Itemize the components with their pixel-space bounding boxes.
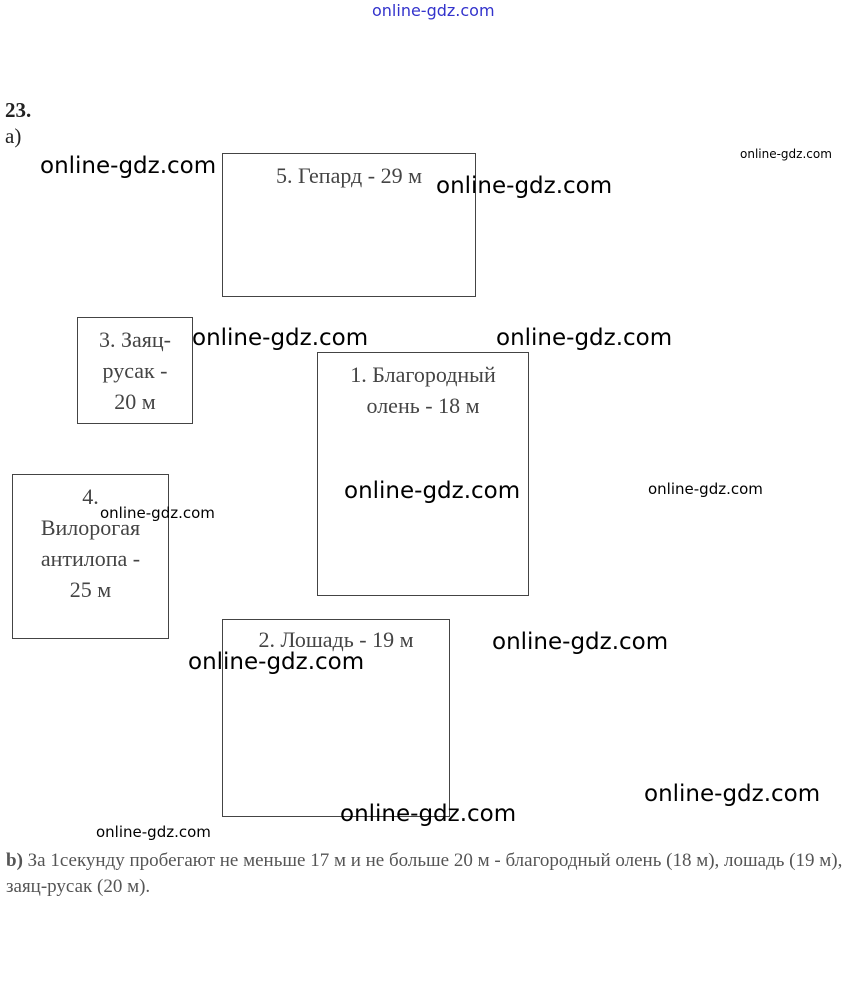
watermark: online-gdz.com bbox=[340, 801, 517, 827]
part-b-answer: b) За 1секунду пробегают не меньше 17 м … bbox=[6, 848, 862, 900]
watermark: online-gdz.com bbox=[96, 823, 211, 841]
watermark: online-gdz.com bbox=[644, 781, 821, 807]
part-b-text: За 1секунду пробегают не меньше 17 м и н… bbox=[6, 850, 843, 897]
header-watermark: online-gdz.com bbox=[372, 1, 495, 20]
box-antelope: 4. Вилорогая антилопа - 25 м bbox=[12, 474, 169, 639]
box-horse-text: 2. Лошадь - 19 м bbox=[258, 627, 414, 652]
watermark: online-gdz.com bbox=[648, 480, 763, 498]
box-antelope-line: Вилорогая bbox=[40, 515, 141, 540]
part-b-label: b) bbox=[6, 850, 23, 871]
watermark: online-gdz.com bbox=[492, 629, 669, 655]
box-hare-line: 20 м bbox=[114, 389, 156, 414]
box-deer-line: 1. Благородный bbox=[350, 362, 496, 387]
task-number: 23. bbox=[5, 98, 32, 122]
box-deer: 1. Благородный олень - 18 м bbox=[317, 352, 529, 596]
watermark: online-gdz.com bbox=[188, 649, 365, 675]
watermark: online-gdz.com bbox=[436, 173, 613, 199]
box-antelope-line: 25 м bbox=[69, 577, 112, 602]
part-a-label: а) bbox=[5, 124, 22, 148]
watermark: online-gdz.com bbox=[100, 504, 215, 522]
box-cheetah: 5. Гепард - 29 м bbox=[222, 153, 476, 297]
box-deer-line: олень - 18 м bbox=[366, 393, 480, 418]
watermark: online-gdz.com bbox=[740, 147, 832, 161]
watermark: online-gdz.com bbox=[40, 153, 217, 179]
box-horse: 2. Лошадь - 19 м bbox=[222, 619, 450, 817]
watermark: online-gdz.com bbox=[496, 325, 673, 351]
watermark: online-gdz.com bbox=[192, 325, 369, 351]
box-cheetah-text: 5. Гепард - 29 м bbox=[276, 163, 422, 188]
watermark: online-gdz.com bbox=[344, 478, 521, 504]
box-antelope-line: 4. bbox=[82, 484, 99, 509]
box-antelope-line: антилопа - bbox=[40, 546, 141, 571]
box-hare-line: русак - bbox=[102, 358, 168, 383]
box-hare-line: 3. Заяц- bbox=[98, 327, 171, 352]
box-hare: 3. Заяц- русак - 20 м bbox=[77, 317, 193, 424]
